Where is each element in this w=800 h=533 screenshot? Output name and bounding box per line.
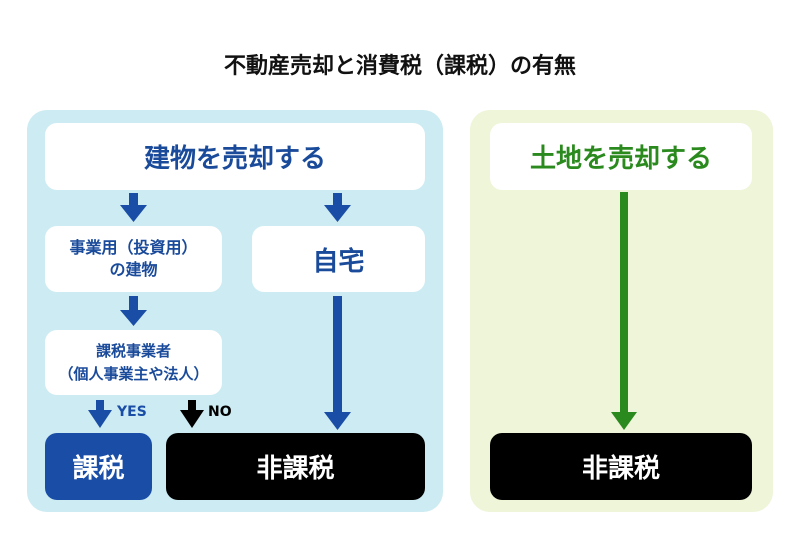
arrow-no [180, 400, 204, 428]
no-label: NO [208, 404, 232, 420]
arrow-land-to-not-taxed [611, 192, 637, 430]
business-use-line2: の建物 [109, 260, 158, 279]
home-box: 自宅 [252, 226, 425, 292]
business-use-line1: 事業用（投資用） [69, 237, 198, 257]
building-not-taxed-box: 非課税 [166, 433, 425, 500]
yes-label: YES [117, 404, 147, 420]
sell-building-box: 建物を売却する [45, 123, 425, 190]
taxed-box: 課税 [45, 433, 152, 500]
arrow-to-home [324, 193, 351, 222]
page-title: 不動産売却と消費税（課税）の有無 [223, 54, 576, 79]
sell-land-box: 土地を売却する [490, 123, 752, 190]
business-use-box: 事業用（投資用） の建物 [45, 226, 222, 292]
arrow-yes [88, 400, 112, 428]
taxable-business-box: 課税事業者 （個人事業主や法人） [45, 330, 222, 395]
arrow-to-taxable-business [120, 296, 147, 326]
taxable-business-line1: 課税事業者 [95, 342, 171, 360]
land-not-taxed-box: 非課税 [490, 433, 752, 500]
arrow-home-to-not-taxed [324, 296, 351, 430]
arrow-to-business-use [120, 193, 147, 222]
taxable-business-line2: （個人事業主や法人） [58, 364, 209, 383]
